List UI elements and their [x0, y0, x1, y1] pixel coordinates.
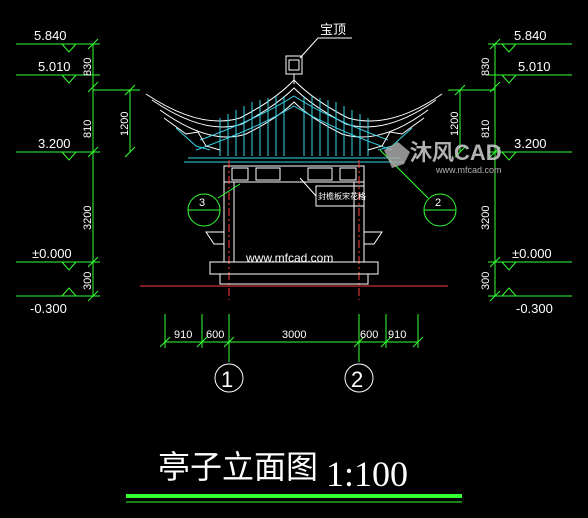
logo-name: 沐风CAD — [410, 140, 502, 165]
level-left-0000: ±0.000 — [32, 246, 72, 261]
dim-h-910-right: 910 — [388, 329, 406, 341]
finial-callout: 宝顶 — [299, 23, 352, 59]
section-2-number: 2 — [435, 197, 441, 209]
level-right-minus300: -0.300 — [516, 301, 553, 316]
roof-tile-ribs — [219, 96, 369, 156]
horizontal-dims: 910 600 3000 600 910 — [159, 314, 424, 362]
dim-left-810: 810 — [82, 120, 94, 138]
dim-left-300: 300 — [82, 272, 94, 290]
level-right-0000: ±0.000 — [512, 246, 552, 261]
finial-label: 宝顶 — [320, 23, 346, 38]
pavilion-elevation — [140, 55, 448, 300]
fascia-note-text: 封檐板宋花格 — [318, 191, 366, 201]
title-name: 亭子立面图 — [158, 448, 318, 486]
axis-1-label: 1 — [221, 367, 233, 392]
section-callout-3: 3 — [187, 183, 241, 227]
level-left-5840: 5.840 — [34, 28, 67, 43]
level-right-5840: 5.840 — [514, 28, 547, 43]
dim-right-300: 300 — [480, 272, 492, 290]
dim-left-1200: 1200 — [119, 112, 131, 136]
fascia-board — [223, 165, 365, 183]
level-left-minus300: -0.300 — [30, 301, 67, 316]
dim-right-810: 810 — [480, 120, 492, 138]
dim-h-3000: 3000 — [282, 329, 306, 341]
dim-h-600-right: 600 — [360, 329, 378, 341]
center-watermark: www.mfcad.com — [245, 251, 333, 265]
dim-right-3200: 3200 — [480, 206, 492, 230]
fascia-note: 封檐板宋花格 — [299, 177, 366, 207]
left-vertical-dims: 830 1200 810 3200 300 — [82, 38, 140, 302]
level-left-5010: 5.010 — [38, 59, 71, 74]
right-vertical-dims: 830 1200 810 3200 300 — [448, 38, 501, 302]
level-right-3200: 3.200 — [514, 136, 547, 151]
title-underline-thick — [126, 494, 462, 498]
dim-right-830: 830 — [480, 58, 492, 76]
dim-left-830: 830 — [82, 58, 94, 76]
logo-icon — [384, 142, 410, 168]
axis-2-label: 2 — [351, 367, 363, 392]
level-right-5010: 5.010 — [518, 59, 551, 74]
axis-bubble-1: 1 — [214, 363, 244, 393]
dim-h-600-left: 600 — [206, 329, 224, 341]
title-scale: 1:100 — [326, 454, 408, 494]
left-level-marks: 5.840 5.010 3.200 ±0.000 -0.300 — [16, 28, 100, 316]
logo-url: www.mfcad.com — [435, 165, 502, 175]
axis-bubble-2: 2 — [344, 363, 374, 393]
right-level-marks: 5.840 5.010 3.200 ±0.000 -0.300 — [488, 28, 572, 316]
dim-left-3200: 3200 — [82, 206, 94, 230]
section-3-number: 3 — [199, 197, 205, 209]
dim-h-910-left: 910 — [174, 329, 192, 341]
mfcad-logo: 沐风CAD www.mfcad.com — [384, 140, 502, 175]
level-left-3200: 3.200 — [38, 136, 71, 151]
finial-box — [285, 55, 303, 75]
drawing-title: 亭子立面图 1:100 — [126, 448, 462, 503]
dim-right-1200: 1200 — [449, 112, 461, 136]
